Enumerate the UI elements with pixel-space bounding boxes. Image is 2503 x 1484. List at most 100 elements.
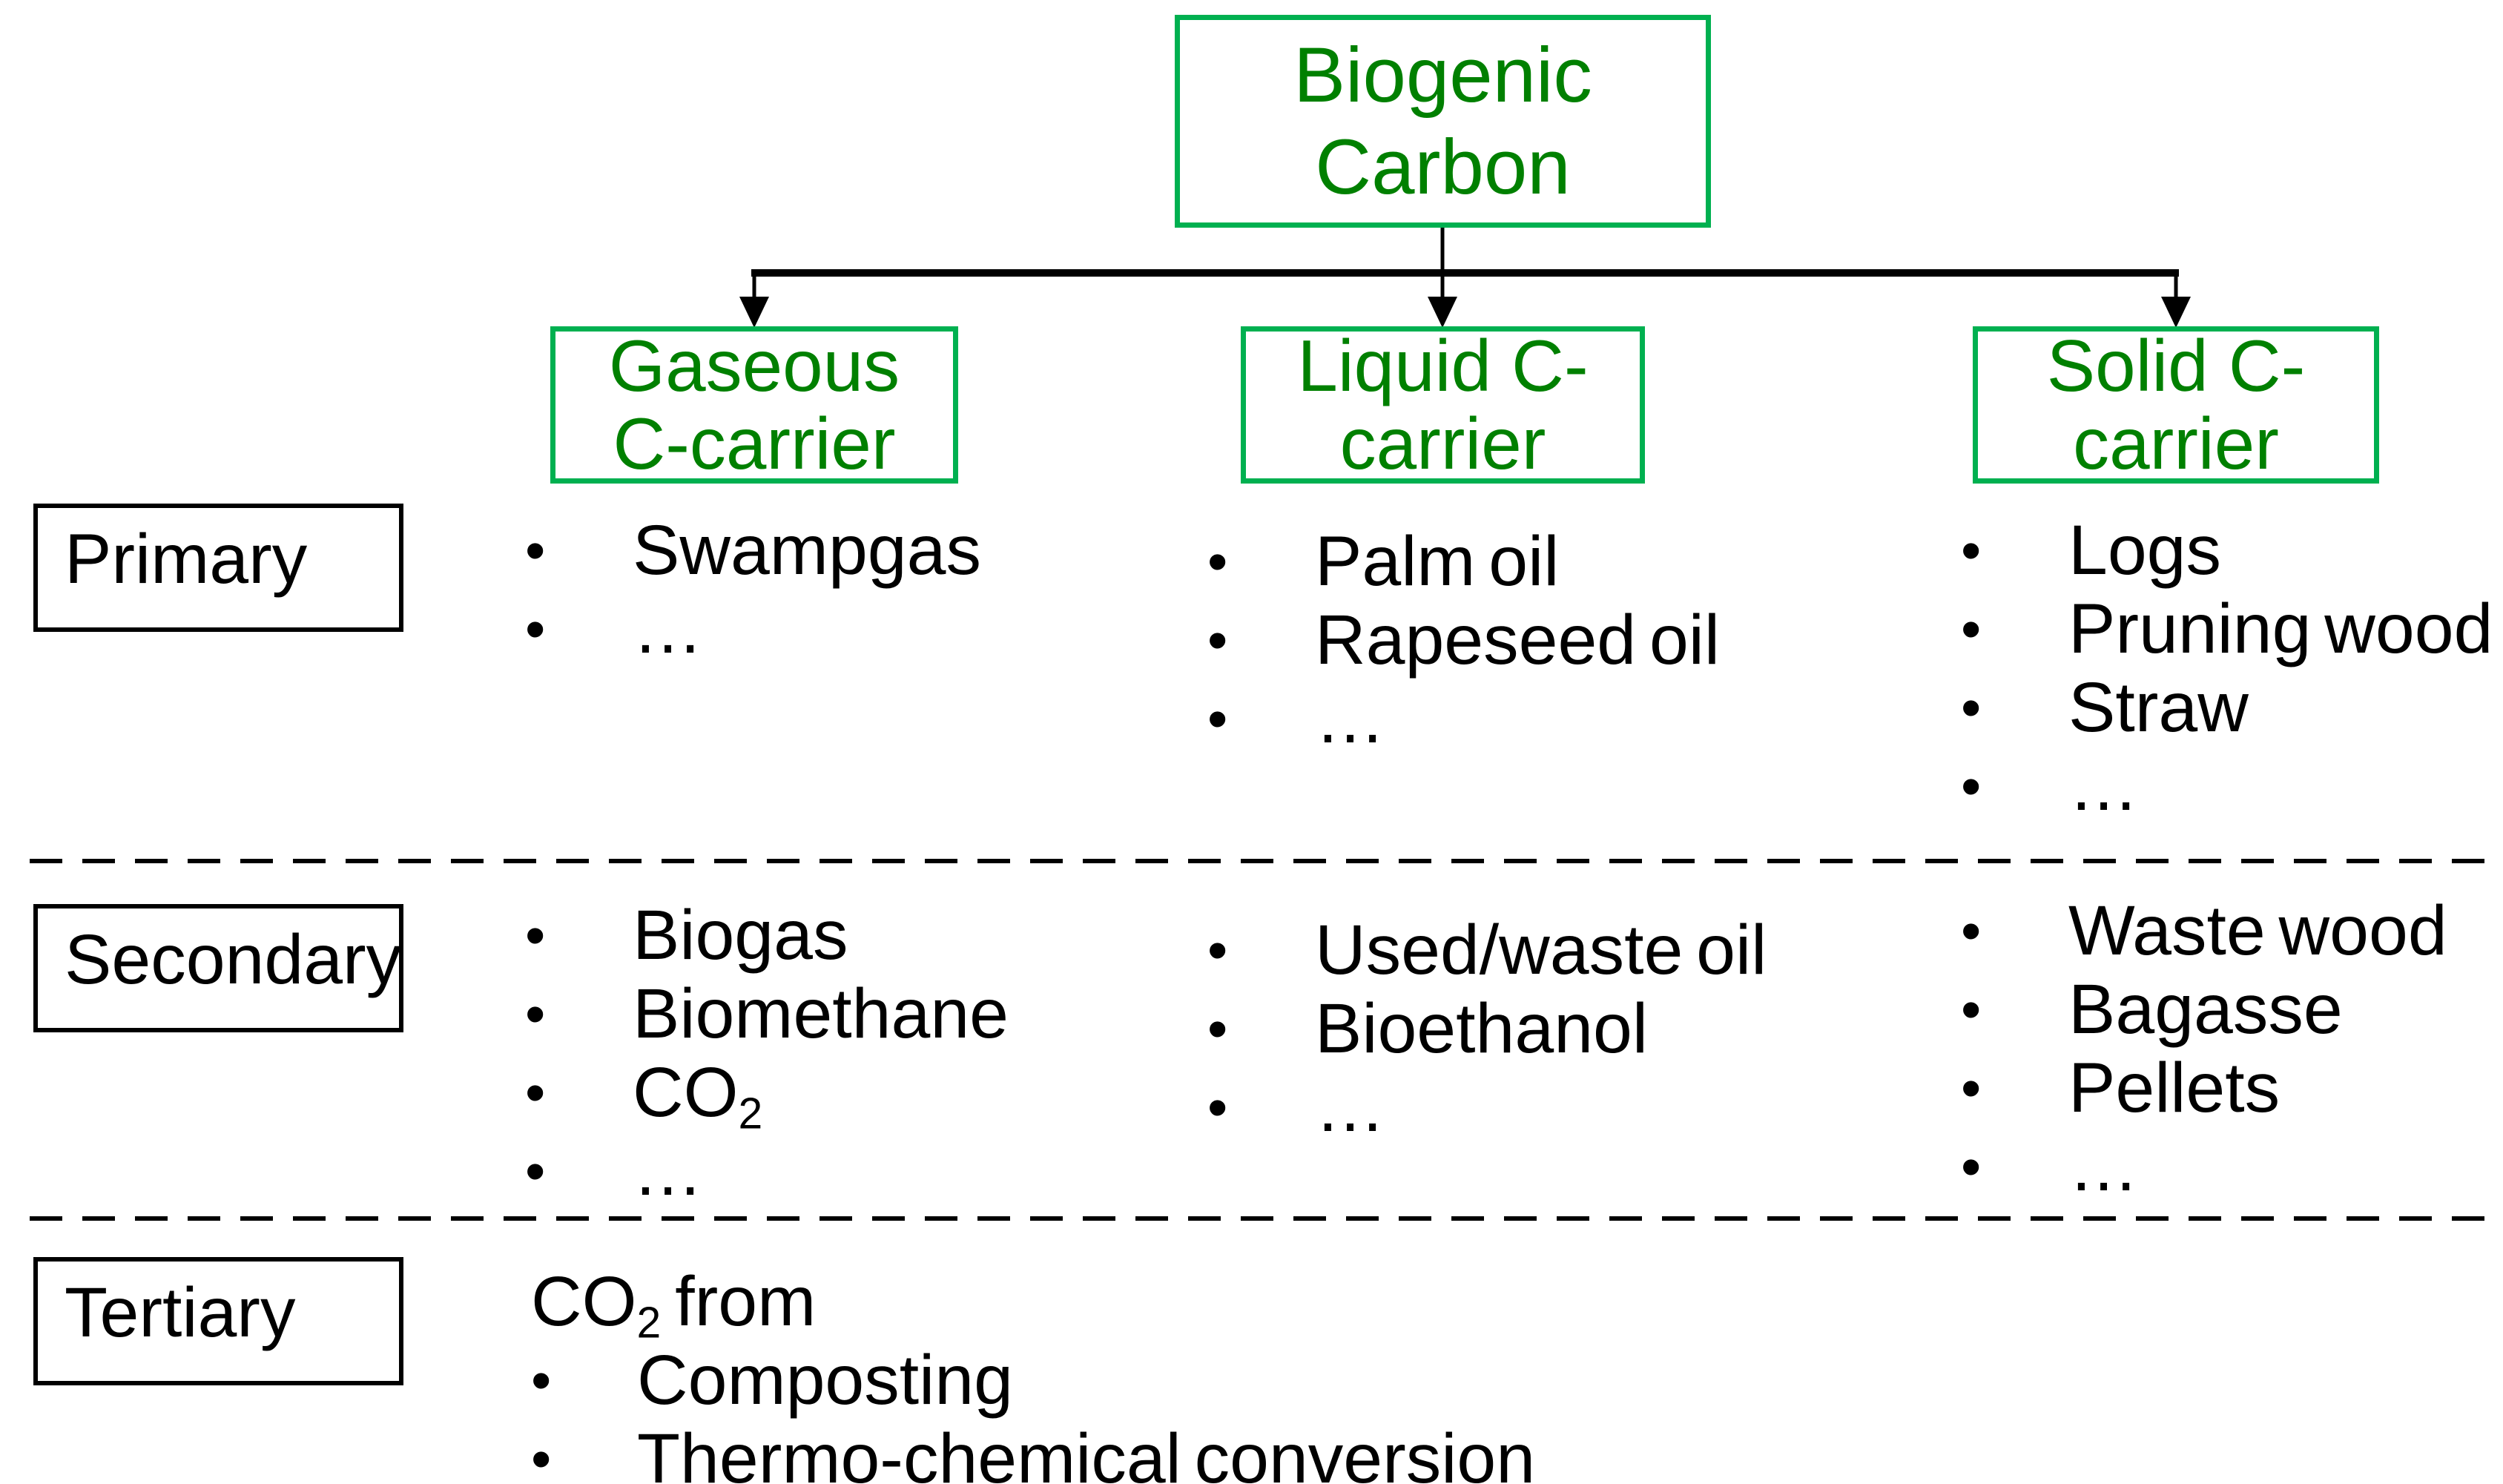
list-item: • … xyxy=(1961,747,2493,825)
bullet-icon: • xyxy=(1207,529,1228,594)
node-solid-c-carrier: Solid C- carrier xyxy=(1973,326,2379,484)
bullet-icon: • xyxy=(1207,917,1228,983)
root-node-label-line1: Biogenic xyxy=(1293,31,1592,119)
co2-base: CO xyxy=(531,1262,637,1341)
list-item: • Biomethane xyxy=(525,975,1009,1053)
bullet-icon: • xyxy=(1207,1075,1228,1140)
bullet-icon: • xyxy=(1961,675,1982,740)
node-label-line1: Solid C- xyxy=(2046,325,2306,407)
list-item: • Bagasse xyxy=(1961,970,2447,1049)
bullet-icon: • xyxy=(1207,607,1228,673)
list-item-label: Pruning wood xyxy=(2068,590,2493,668)
list-item-label: … xyxy=(633,590,703,668)
list-item: • … xyxy=(1207,1068,1767,1147)
co2-subscript: 2 xyxy=(636,1299,662,1348)
list-item: • … xyxy=(1961,1127,2447,1206)
list-item-label: Biomethane xyxy=(633,975,1009,1053)
list-item: • … xyxy=(525,590,981,668)
list-item: • Used/waste oil xyxy=(1207,911,1767,989)
co2-base: CO xyxy=(633,1053,739,1132)
list-item: • Rapeseed oil xyxy=(1207,601,1720,679)
bullet-icon: • xyxy=(525,1138,546,1204)
bullet-icon: • xyxy=(1961,518,1982,583)
list-item: • Straw xyxy=(1961,668,2493,747)
tertiary-intro-rest: from xyxy=(675,1262,817,1341)
root-node-label-line2: Carbon xyxy=(1315,123,1571,211)
list-item: • Composting xyxy=(531,1341,1535,1419)
list-item-label: Pellets xyxy=(2068,1049,2281,1127)
row-label-tertiary: Tertiary xyxy=(33,1257,403,1385)
list-item: • … xyxy=(1207,679,1720,758)
list-item: • Logs xyxy=(1961,511,2493,590)
row-label-primary-text: Primary xyxy=(65,520,308,598)
row-label-primary: Primary xyxy=(33,504,403,632)
list-item-label: … xyxy=(1315,1068,1385,1147)
list-item-label: Palm oil xyxy=(1315,522,1560,601)
bullet-icon: • xyxy=(1207,996,1228,1061)
bullet-icon: • xyxy=(525,1060,546,1125)
list-item-label: … xyxy=(2068,1127,2139,1206)
list-item: • Thermo-chemical conversion xyxy=(531,1419,1535,1484)
bullet-icon: • xyxy=(531,1348,552,1413)
gaseous-primary-list: • Swampgas • … xyxy=(525,511,981,668)
list-item-label: … xyxy=(1315,679,1385,758)
bullet-icon: • xyxy=(525,518,546,583)
node-label-line2: C-carrier xyxy=(613,403,896,484)
list-item-label: … xyxy=(633,1132,703,1210)
list-item: • Pruning wood xyxy=(1961,590,2493,668)
list-item-label: Thermo-chemical conversion xyxy=(637,1419,1536,1484)
co2-subscript: 2 xyxy=(738,1089,763,1138)
tertiary-intro-line: CO2 from xyxy=(531,1262,1535,1345)
list-item-label: Straw xyxy=(2068,668,2249,747)
list-item-label: … xyxy=(2068,747,2139,825)
node-liquid-c-carrier: Liquid C- carrier xyxy=(1241,326,1645,484)
list-item: • Palm oil xyxy=(1207,522,1720,601)
list-item-label: Bagasse xyxy=(2068,970,2343,1049)
list-item-label: Used/waste oil xyxy=(1315,911,1767,989)
bullet-icon: • xyxy=(1961,1134,1982,1199)
bullet-icon: • xyxy=(1207,686,1228,751)
gaseous-secondary-list: • Biogas • Biomethane • CO2 • … xyxy=(525,896,1009,1210)
list-item: • Swampgas xyxy=(525,511,981,590)
list-item-label: Composting xyxy=(637,1341,1013,1419)
arrow-head-middle-icon xyxy=(1428,297,1457,328)
list-item-co2: • CO2 xyxy=(525,1053,1009,1135)
node-gaseous-c-carrier: Gaseous C-carrier xyxy=(550,326,958,484)
bullet-icon: • xyxy=(1961,753,1982,819)
solid-primary-list: • Logs • Pruning wood • Straw • … xyxy=(1961,511,2493,825)
list-item-label: Logs xyxy=(2068,511,2222,590)
liquid-secondary-list: • Used/waste oil • Bioethanol • … xyxy=(1207,911,1767,1147)
node-label-line2: carrier xyxy=(2073,403,2279,484)
bullet-icon: • xyxy=(525,596,546,662)
list-item: • Pellets xyxy=(1961,1049,2447,1127)
node-label-line1: Liquid C- xyxy=(1297,325,1589,407)
row-label-secondary-text: Secondary xyxy=(65,920,402,999)
node-label-line2: carrier xyxy=(1339,403,1546,484)
list-item-label: Swampgas xyxy=(633,511,981,590)
list-item-label: Biogas xyxy=(633,896,848,975)
node-label-line1: Gaseous xyxy=(608,325,900,407)
bullet-icon: • xyxy=(1961,596,1982,662)
arrow-head-right-icon xyxy=(2161,297,2191,328)
arrow-head-left-icon xyxy=(739,297,769,328)
bullet-icon: • xyxy=(531,1426,552,1484)
row-label-tertiary-text: Tertiary xyxy=(65,1273,296,1352)
solid-secondary-list: • Waste wood • Bagasse • Pellets • … xyxy=(1961,891,2447,1206)
list-item-label: Rapeseed oil xyxy=(1315,601,1721,679)
list-item-label: CO2 xyxy=(633,1053,762,1135)
bullet-icon: • xyxy=(525,981,546,1046)
liquid-primary-list: • Palm oil • Rapeseed oil • … xyxy=(1207,522,1720,758)
bullet-icon: • xyxy=(525,903,546,968)
list-item: • Bioethanol xyxy=(1207,989,1767,1068)
list-item-label: Waste wood xyxy=(2068,891,2447,970)
list-item: • Biogas xyxy=(525,896,1009,975)
list-item: • Waste wood xyxy=(1961,891,2447,970)
bullet-icon: • xyxy=(1961,1055,1982,1121)
root-node-biogenic-carbon: Biogenic Carbon xyxy=(1175,15,1711,228)
row-label-secondary: Secondary xyxy=(33,904,403,1032)
list-item: • … xyxy=(525,1132,1009,1210)
bullet-icon: • xyxy=(1961,977,1982,1042)
bullet-icon: • xyxy=(1961,898,1982,963)
